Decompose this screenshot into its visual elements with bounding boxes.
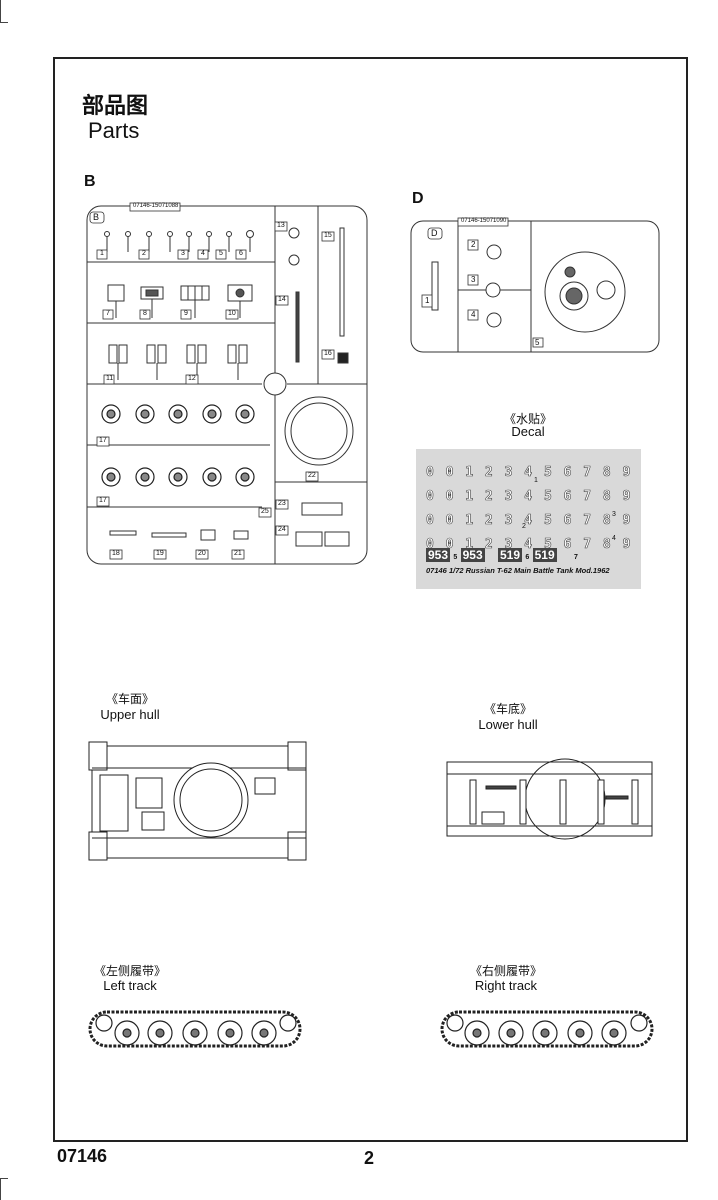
part-number: 23 — [278, 500, 286, 507]
page-number: 2 — [364, 1148, 375, 1168]
part-number: 1 — [100, 250, 104, 257]
crop-mark — [0, 22, 8, 23]
part-number: 12 — [188, 375, 196, 382]
sprue-d-tag: D — [431, 228, 438, 238]
part-number: 11 — [106, 375, 114, 382]
right-track-label-en: Right track — [474, 978, 538, 993]
part-number: 3 — [181, 250, 185, 257]
left-track-label-cn: 《左侧履带》 — [93, 964, 166, 978]
page-frame — [53, 57, 688, 1142]
page-title-en: Parts — [88, 118, 140, 143]
part-number: 18 — [112, 550, 120, 557]
decal-number: 953 — [426, 548, 451, 562]
part-number: 17 — [99, 497, 107, 504]
part-number: 3 — [471, 275, 476, 284]
part-number: 24 — [278, 526, 286, 533]
decal-caption: 07146 1/72 Russian T-62 Main Battle Tank… — [426, 566, 610, 575]
decal-number: 953 — [460, 548, 485, 562]
part-number: 9 — [184, 310, 188, 317]
part-number: 5 — [535, 338, 540, 347]
part-number: 17 — [99, 437, 107, 444]
part-number: 8 — [143, 310, 147, 317]
decal-row: 0 0 1 2 3 4 5 6 7 8 9 — [426, 537, 633, 553]
decal-marker: 1 — [534, 477, 538, 484]
sprue-b-letter: B — [84, 173, 96, 190]
upper-hull-label-cn: 《车面》 — [105, 692, 154, 706]
decal-row: 0 0 1 2 3 4 5 6 7 8 9 — [426, 465, 633, 481]
decal-label-cn: 《水贴》 — [503, 412, 552, 426]
crop-mark — [0, 1178, 8, 1179]
decal-marker: 2 — [522, 523, 526, 530]
footer-product-code: 07146 — [57, 1146, 108, 1166]
sprue-b-code: 07146-15071088 — [133, 203, 179, 209]
decal-numbers-row: 953 5 953 519 6 519 7 — [426, 548, 578, 562]
decal-marker: 4 — [612, 535, 616, 542]
decal-digit-rows: 0 0 1 2 3 4 5 6 7 8 9 0 0 1 2 3 4 5 6 7 … — [426, 461, 632, 557]
crop-mark — [0, 0, 1, 22]
part-number: 2 — [471, 240, 476, 249]
part-number: 20 — [198, 550, 206, 557]
part-number: 6 — [239, 250, 243, 257]
decal-number: 519 — [498, 548, 523, 562]
part-number: 4 — [201, 250, 205, 257]
part-number: 22 — [308, 472, 316, 479]
decal-row: 0 0 1 2 3 4 5 6 7 8 9 — [426, 489, 633, 505]
decal-number: 519 — [532, 548, 557, 562]
part-number: 1 — [425, 296, 430, 305]
part-number: 19 — [156, 550, 164, 557]
part-number: 10 — [228, 310, 236, 317]
decal-row: 0 0 1 2 3 4 5 6 7 8 9 — [426, 513, 633, 529]
part-number: 14 — [278, 296, 286, 303]
lower-hull-label-en: Lower hull — [478, 717, 538, 732]
upper-hull-label-en: Upper hull — [100, 707, 160, 722]
decal-label-en: Decal — [511, 424, 545, 439]
part-number: 13 — [277, 222, 285, 229]
sprue-b-tag: B — [93, 212, 100, 222]
decal-marker: 3 — [612, 511, 616, 518]
right-track-label-cn: 《右侧履带》 — [469, 964, 542, 978]
part-number: 4 — [471, 310, 476, 319]
decal-marker: 6 — [525, 554, 530, 561]
part-number: 25 — [261, 508, 269, 515]
decal-marker: 5 — [453, 554, 458, 561]
sprue-d-code: 07146-15071090 — [461, 218, 507, 224]
lower-hull-label-cn: 《车底》 — [483, 702, 532, 716]
left-track-label-en: Left track — [103, 978, 157, 993]
part-number: 16 — [324, 350, 332, 357]
part-number: 15 — [324, 232, 332, 239]
part-number: 2 — [142, 250, 146, 257]
decal-marker: 7 — [574, 554, 578, 561]
part-number: 5 — [219, 250, 223, 257]
crop-mark — [0, 1178, 1, 1200]
page-title-cn: 部品图 — [82, 93, 149, 118]
part-number: 7 — [106, 310, 110, 317]
sprue-d-letter: D — [412, 190, 424, 207]
part-number: 21 — [234, 550, 242, 557]
decal-sheet: 0 0 1 2 3 4 5 6 7 8 9 0 0 1 2 3 4 5 6 7 … — [416, 449, 641, 589]
